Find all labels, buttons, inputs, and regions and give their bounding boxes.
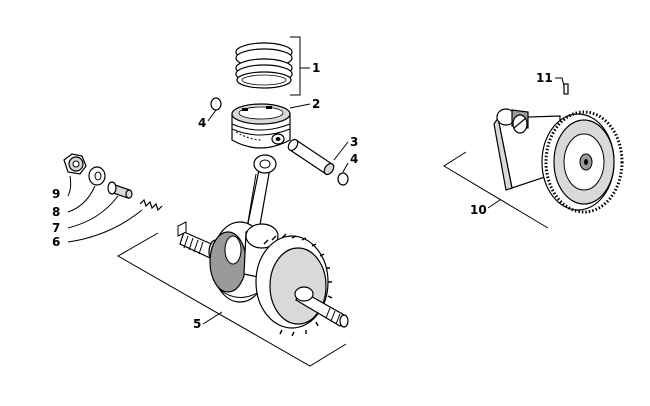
balancer-shaft-icon	[493, 108, 624, 214]
callout-8: 8	[52, 205, 60, 219]
callout-6: 6	[52, 235, 60, 249]
callout-leader-11	[555, 77, 565, 87]
nut-icon	[63, 153, 87, 175]
callout-1: 1	[312, 61, 320, 75]
callout-bracket-1	[290, 36, 310, 96]
pin-icon	[107, 181, 133, 199]
callout-5: 5	[193, 317, 201, 331]
washer-icon	[88, 166, 106, 186]
reference-plane-5	[116, 232, 347, 367]
callout-9: 9	[52, 187, 60, 201]
callout-11: 11	[536, 71, 553, 85]
spring-icon	[139, 198, 163, 212]
callout-4a: 4	[198, 116, 206, 130]
piston-rings-icon	[235, 42, 293, 89]
reference-plane-10	[443, 151, 549, 229]
circlip-icon	[337, 172, 349, 186]
circlip-icon	[210, 97, 222, 111]
piston-icon	[231, 103, 291, 149]
wrist-pin-icon	[287, 138, 335, 176]
callout-4b: 4	[350, 152, 358, 166]
callout-2: 2	[312, 97, 320, 111]
crankshaft-icon	[177, 154, 349, 337]
callout-10: 10	[470, 203, 487, 217]
callout-7: 7	[52, 221, 60, 235]
callout-3: 3	[350, 135, 358, 149]
key-icon	[563, 83, 569, 95]
